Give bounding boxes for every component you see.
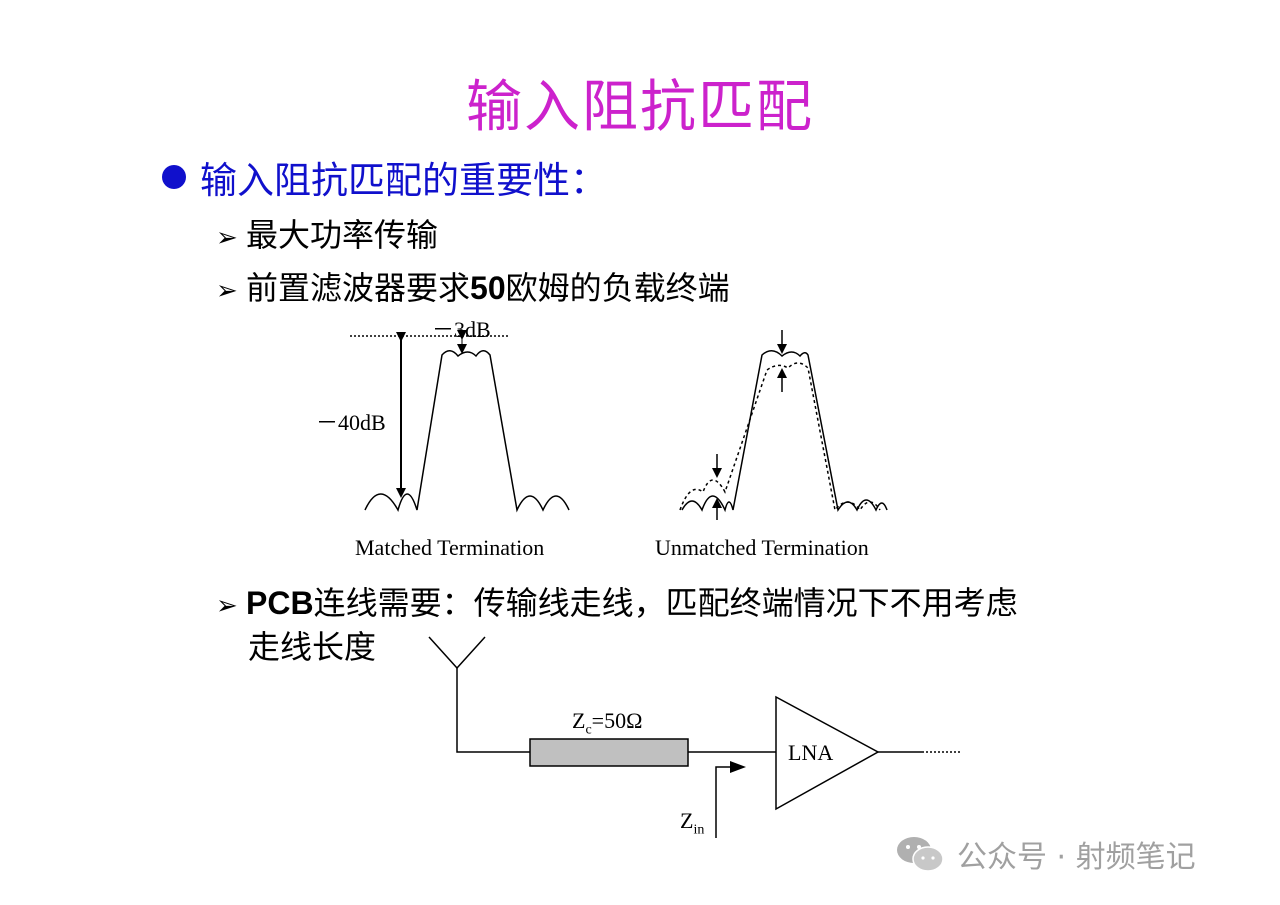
label-lna: LNA: [788, 740, 834, 765]
matched-filter-plot: [350, 330, 570, 513]
arrow-bullet-icon: ➢: [216, 276, 238, 306]
zin-indicator: [715, 766, 742, 838]
main-bullet: 输入阻抗匹配的重要性：: [162, 150, 607, 204]
zin-sub: in: [693, 822, 705, 838]
caption-matched: Matched Termination: [355, 535, 545, 560]
sub-item-prefilter: ➢ 前置滤波器要求50欧姆的负载终端: [216, 263, 730, 309]
label-zc: Zc=50Ω: [572, 708, 642, 738]
arrow-bullet-icon: ➢: [216, 223, 238, 253]
zin-main: Z: [680, 808, 694, 833]
zc-rest: =50Ω: [591, 708, 643, 733]
antenna-feed-wire: [456, 668, 530, 753]
zc-sub: c: [585, 722, 592, 738]
bullet-dot-icon: [162, 165, 186, 189]
wechat-icon: [897, 837, 944, 872]
sub-item-pcb: ➢ PCB连线需要：传输线走线，匹配终端情况下不用考虑: [216, 578, 1018, 624]
zc-main: Z: [572, 708, 586, 733]
sub-item-bold: PCB: [246, 585, 314, 621]
unmatched-solid-curve: [681, 350, 888, 513]
matched-passband-curve: [364, 350, 570, 513]
sub-item-text-before: 前置滤波器要求: [246, 269, 471, 307]
zin-arrow-head: [730, 761, 746, 773]
caption-unmatched: Unmatched Termination: [655, 535, 869, 560]
sub-item-max-power: ➢ 最大功率传输: [216, 210, 438, 256]
lna-amplifier: [775, 695, 880, 811]
unmatched-filter-plot: [679, 330, 888, 520]
watermark-text: 公众号 · 射频笔记: [957, 840, 1196, 875]
sub-item-pcb-line2: 走线长度: [248, 628, 377, 666]
sub-item-text-after: 欧姆的负载终端: [505, 269, 730, 307]
transmission-line: [529, 738, 689, 767]
sub-item-text: 最大功率传输: [246, 216, 439, 254]
slide-title: 输入阻抗匹配: [466, 75, 814, 140]
label-zin: Zin: [680, 808, 704, 838]
main-bullet-text: 输入阻抗匹配的重要性：: [200, 159, 607, 202]
antenna-icon: [428, 636, 486, 670]
unmatched-dashed-curve: [679, 362, 881, 512]
sub-item-bold: 50: [470, 270, 506, 306]
label-minus-3db: －3dB: [432, 317, 491, 342]
sub-item-text-after: 连线需要：传输线走线，匹配终端情况下不用考虑: [313, 584, 1018, 622]
arrow-bullet-icon: ➢: [216, 591, 238, 621]
watermark: 公众号 · 射频笔记: [895, 832, 1196, 876]
lna-circuit: [428, 636, 962, 838]
label-minus-40db: －40dB: [316, 410, 386, 435]
